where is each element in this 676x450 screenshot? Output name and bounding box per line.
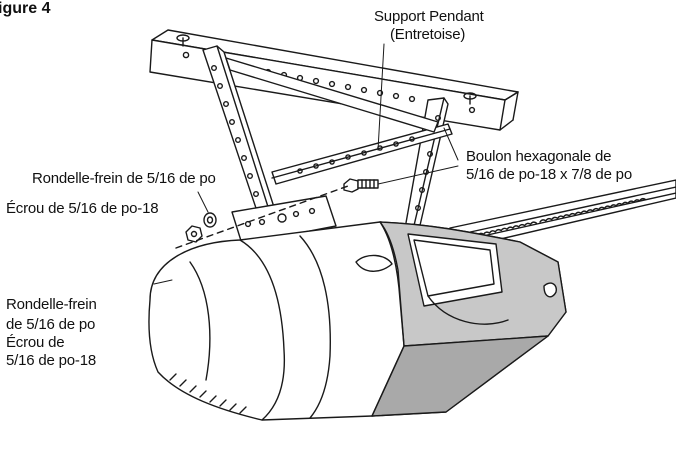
lock-washer-part — [204, 213, 216, 227]
lock-washer-left-label-line1: Rondelle-frein — [6, 296, 97, 313]
hex-nut-part — [186, 226, 202, 242]
mounting-plate — [232, 196, 336, 244]
nut-left-label-line2: 5/16 de po-18 — [6, 352, 96, 369]
opener-housing — [149, 222, 566, 420]
support-pendant-label: Support Pendant — [374, 8, 484, 25]
hex-bolt-label-line2: 5/16 de po-18 x 7/8 de po — [466, 166, 632, 183]
leader-lines — [154, 44, 458, 284]
nut-top-label: Écrou de 5/16 de po-18 — [6, 200, 159, 217]
nut-left-label-line1: Écrou de — [6, 334, 65, 351]
hex-bolt — [344, 179, 378, 192]
bracket-top-bolt-left — [177, 35, 189, 46]
diagonal-support-brace — [272, 124, 452, 184]
left-strap-holes — [212, 66, 265, 215]
lock-washer-left-label-line2: de 5/16 de po — [6, 316, 96, 333]
brace-holes — [298, 137, 414, 173]
left-pendant-strap — [203, 46, 282, 238]
support-pendant-fr-label: (Entretoise) — [390, 26, 466, 43]
crossing-strap — [226, 58, 438, 132]
ceiling-angle-bracket — [150, 30, 518, 130]
hex-bolt-label-line1: Boulon hexagonale de — [466, 148, 612, 165]
bracket-top-bolt-right — [464, 93, 476, 104]
figure-title: igure 4 — [0, 0, 51, 17]
lock-washer-top-label: Rondelle-frein de 5/16 de po — [32, 170, 216, 187]
assembly-dashed-line — [176, 186, 348, 248]
rail — [450, 180, 676, 248]
housing-vents — [170, 374, 246, 413]
